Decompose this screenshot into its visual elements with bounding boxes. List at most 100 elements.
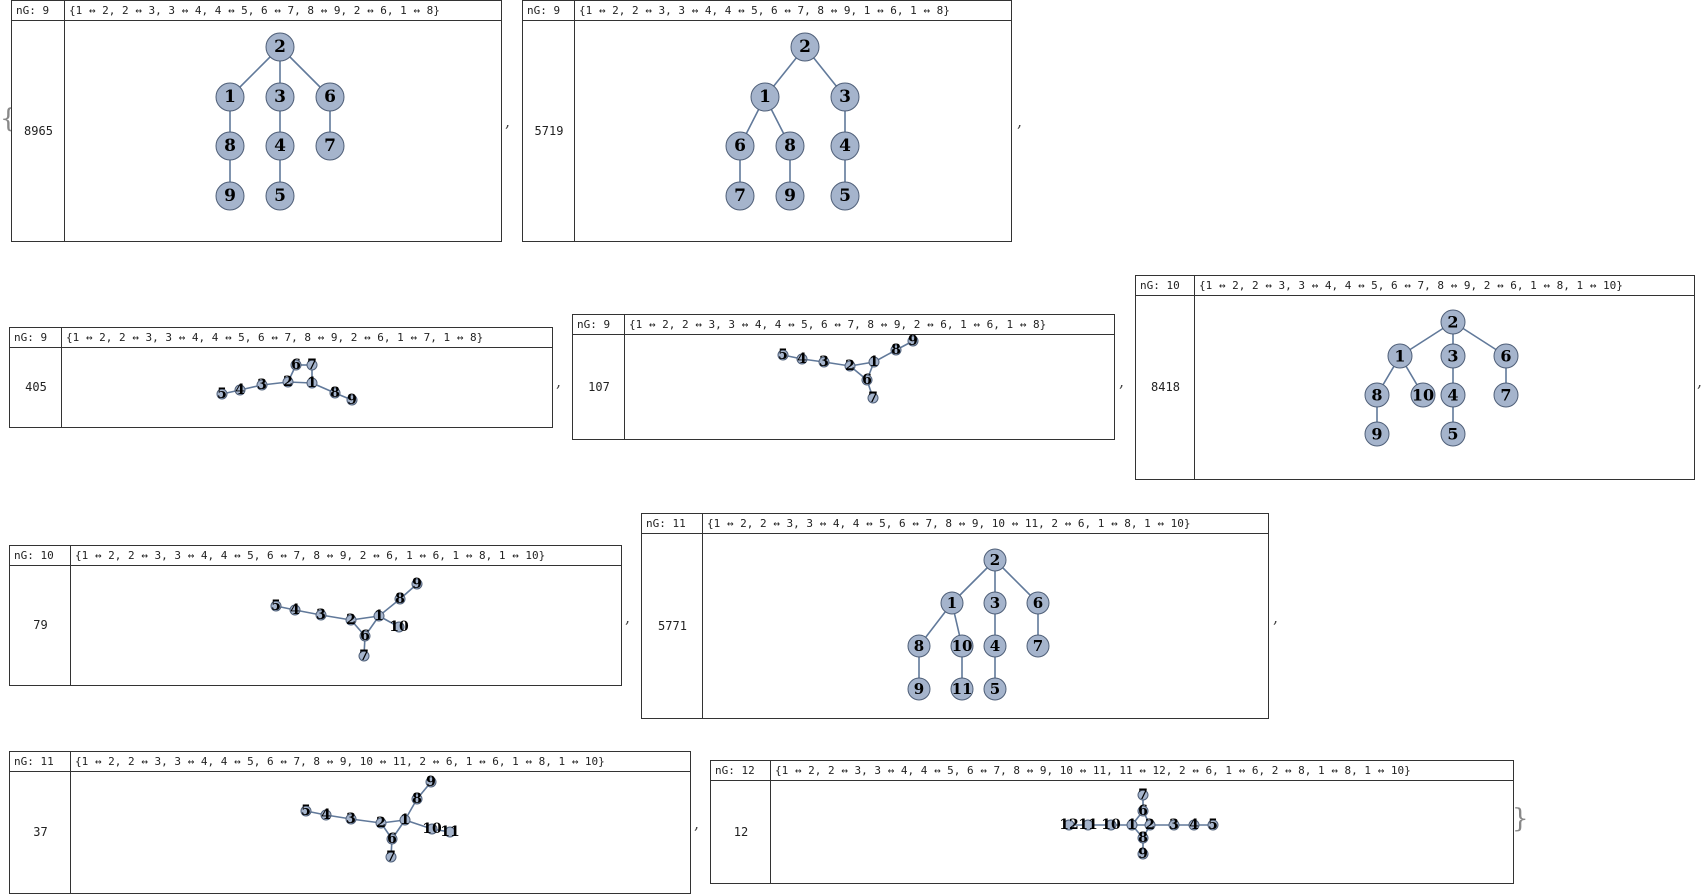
node-circle <box>1440 421 1466 447</box>
graph-node-9: 9 <box>411 576 423 592</box>
node-circle <box>215 181 245 211</box>
node-label: 9 <box>412 576 422 592</box>
graph-node-9: 9 <box>215 181 245 211</box>
node-circle <box>256 379 268 391</box>
node-circle <box>983 548 1007 572</box>
node-circle <box>386 833 398 845</box>
node-label: 5 <box>217 386 227 402</box>
node-label: 2 <box>274 37 286 57</box>
node-label: 9 <box>784 186 796 206</box>
node-label: 5 <box>301 803 311 819</box>
node-label: 1 <box>307 375 317 391</box>
node-label: 4 <box>839 136 851 156</box>
separator-comma: , <box>625 608 631 627</box>
node-label: 8 <box>330 385 340 401</box>
graph-card: nG: 9{1 ↔ 2, 2 ↔ 3, 3 ↔ 4, 4 ↔ 5, 6 ↔ 7,… <box>11 0 502 242</box>
column-divider <box>64 20 65 241</box>
node-label: 4 <box>290 602 300 618</box>
node-label: 8 <box>914 637 924 655</box>
node-circle <box>329 387 341 399</box>
node-circle <box>1364 421 1390 447</box>
node-label: 2 <box>1447 313 1458 332</box>
card-header: nG: 9{1 ↔ 2, 2 ↔ 3, 3 ↔ 4, 4 ↔ 5, 6 ↔ 7,… <box>12 1 501 21</box>
card-header: nG: 10{1 ↔ 2, 2 ↔ 3, 3 ↔ 4, 4 ↔ 5, 6 ↔ 7… <box>10 546 621 566</box>
node-circle <box>940 591 964 615</box>
node-label: 8 <box>395 591 405 607</box>
node-label: 4 <box>235 382 245 398</box>
node-label: 8 <box>891 342 901 358</box>
separator-comma: , <box>556 372 562 391</box>
node-label: 11 <box>440 824 459 840</box>
graph-count: 12 <box>733 824 749 839</box>
node-label: 9 <box>347 392 357 408</box>
graph-node-2: 2 <box>282 374 294 390</box>
graph-node-8: 8 <box>907 634 931 658</box>
node-label: 1 <box>1394 347 1405 366</box>
graph-card: nG: 11{1 ↔ 2, 2 ↔ 3, 3 ↔ 4, 4 ↔ 5, 6 ↔ 7… <box>9 751 691 894</box>
graph-node-5: 5 <box>216 386 228 402</box>
graph-node-1: 1 <box>373 608 385 624</box>
graph-node-9: 9 <box>1137 846 1149 862</box>
node-circle <box>1440 343 1466 369</box>
node-circle <box>315 609 327 621</box>
node-label: 4 <box>990 637 1000 655</box>
edge-list: {1 ↔ 2, 2 ↔ 3, 3 ↔ 4, 4 ↔ 5, 6 ↔ 7, 8 ↔ … <box>75 755 605 768</box>
node-circle <box>290 359 302 371</box>
graph-node-10: 10 <box>1410 382 1436 408</box>
node-circle <box>890 344 902 356</box>
graph-node-2: 2 <box>790 32 820 62</box>
node-circle <box>1137 805 1149 817</box>
graph-node-9: 9 <box>1364 421 1390 447</box>
node-circle <box>216 388 228 400</box>
separator-comma: , <box>505 112 511 131</box>
graph-node-3: 3 <box>1440 343 1466 369</box>
node-label: 4 <box>1447 386 1458 405</box>
node-circle <box>265 32 295 62</box>
node-label: 11 <box>952 680 973 698</box>
node-circle <box>320 809 332 821</box>
node-circle <box>750 82 780 112</box>
node-circle <box>1410 382 1436 408</box>
node-circle <box>345 614 357 626</box>
graph-count: 8965 <box>24 123 53 138</box>
node-circle <box>844 360 856 372</box>
graph-node-2: 2 <box>265 32 295 62</box>
graph-node-7: 7 <box>315 131 345 161</box>
node-circle <box>1144 819 1156 831</box>
graph-node-8: 8 <box>329 385 341 401</box>
edge-list: {1 ↔ 2, 2 ↔ 3, 3 ↔ 4, 4 ↔ 5, 6 ↔ 7, 8 ↔ … <box>629 318 1047 331</box>
graph-node-4: 4 <box>830 131 860 161</box>
graph-node-2: 2 <box>375 815 387 831</box>
node-circle <box>1105 819 1117 831</box>
node-circle <box>265 82 295 112</box>
node-circle <box>1026 591 1050 615</box>
node-label: 7 <box>359 648 369 664</box>
node-circle <box>426 823 438 835</box>
separator-comma: , <box>1119 372 1125 391</box>
node-label: 1 <box>759 87 771 107</box>
node-label: 6 <box>360 628 370 644</box>
graph-card: nG: 12{1 ↔ 2, 2 ↔ 3, 3 ↔ 4, 4 ↔ 5, 6 ↔ 7… <box>710 760 1514 884</box>
node-circle <box>861 374 873 386</box>
node-label: 11 <box>1078 817 1097 833</box>
node-circle <box>1207 819 1219 831</box>
column-divider <box>70 771 71 893</box>
graph-count: 8418 <box>1151 380 1180 394</box>
graph-count: 5719 <box>534 123 564 138</box>
graph-node-4: 4 <box>289 602 301 618</box>
graph-node-3: 3 <box>818 354 830 370</box>
graph-node-4: 4 <box>1188 817 1200 833</box>
graph-node-5: 5 <box>270 598 282 614</box>
graph-node-10: 10 <box>950 634 974 658</box>
graph-node-7: 7 <box>1137 787 1149 803</box>
graph-node-1: 1 <box>1126 817 1138 833</box>
node-circle <box>796 353 808 365</box>
graph-node-3: 3 <box>345 811 357 827</box>
graph-node-1: 1 <box>1387 343 1413 369</box>
node-label: 1 <box>947 594 957 612</box>
